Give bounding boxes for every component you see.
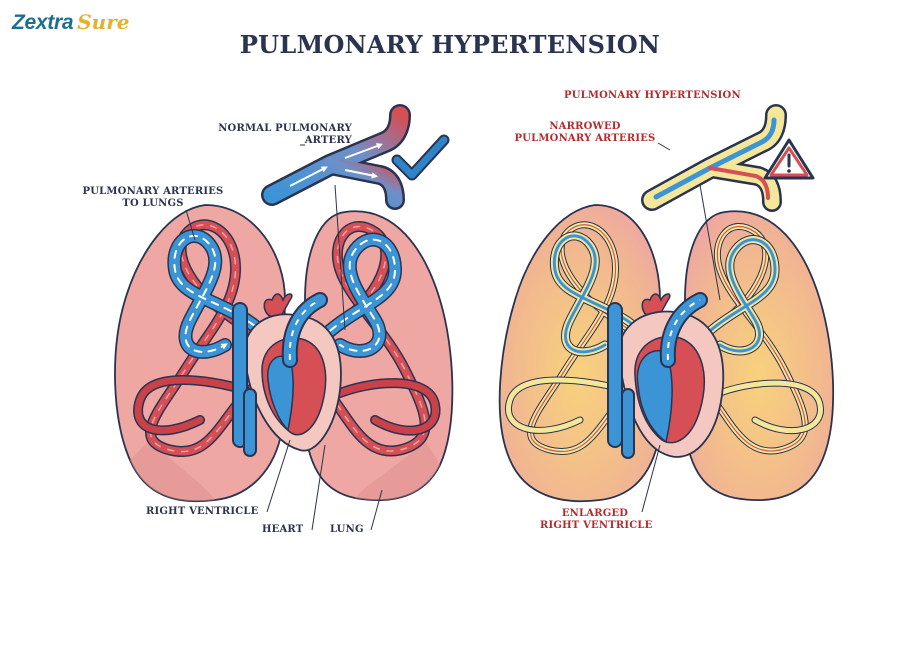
- label-pulmonary-arteries-to-lungs: PULMONARY ARTERIES TO LUNGS: [78, 186, 228, 210]
- label-line: PULMONARY ARTERIES: [514, 133, 656, 144]
- hypertension-lungs: [498, 104, 835, 513]
- heart-enlarged: [607, 292, 724, 459]
- page-title: PULMONARY HYPERTENSION: [239, 30, 661, 59]
- label-line: RIGHT VENTRICLE: [540, 520, 653, 531]
- pulmonary-illustration: [114, 104, 835, 531]
- narrowed-artery-inset: [641, 104, 815, 212]
- diagram-canvas: Zextra Sure PULMONARY HYPERTENSION: [12, 10, 835, 535]
- leader-lines-right: [641, 142, 721, 513]
- label-normal-pulmonary-artery: NORMAL PULMONARY ARTERY: [200, 123, 352, 147]
- label-narrowed-pulmonary-arteries: NARROWED PULMONARY ARTERIES: [510, 121, 660, 145]
- label-lung: LUNG: [330, 524, 364, 535]
- label-condition-heading: PULMONARY HYPERTENSION: [564, 90, 741, 101]
- label-heart: HEART: [262, 524, 304, 535]
- label-right-ventricle: RIGHT VENTRICLE: [146, 506, 259, 517]
- label-enlarged-right-ventricle: ENLARGED RIGHT VENTRICLE: [540, 508, 653, 532]
- brand-logo: Zextra Sure: [12, 10, 129, 40]
- label-line: PULMONARY ARTERIES: [82, 186, 224, 197]
- label-line: TO LUNGS: [122, 198, 184, 209]
- brand-name-part1: Zextra: [12, 11, 74, 34]
- label-line: ARTERY: [304, 135, 352, 146]
- leader-lines-left: [185, 144, 383, 531]
- normal-artery-inset: [261, 104, 450, 210]
- brand-name-part2: Sure: [77, 10, 130, 34]
- normal-lungs: [114, 104, 454, 531]
- label-line: NARROWED: [549, 121, 621, 132]
- label-line: ENLARGED: [561, 508, 629, 519]
- label-line: NORMAL PULMONARY: [218, 123, 352, 134]
- heart-normal: [232, 292, 342, 457]
